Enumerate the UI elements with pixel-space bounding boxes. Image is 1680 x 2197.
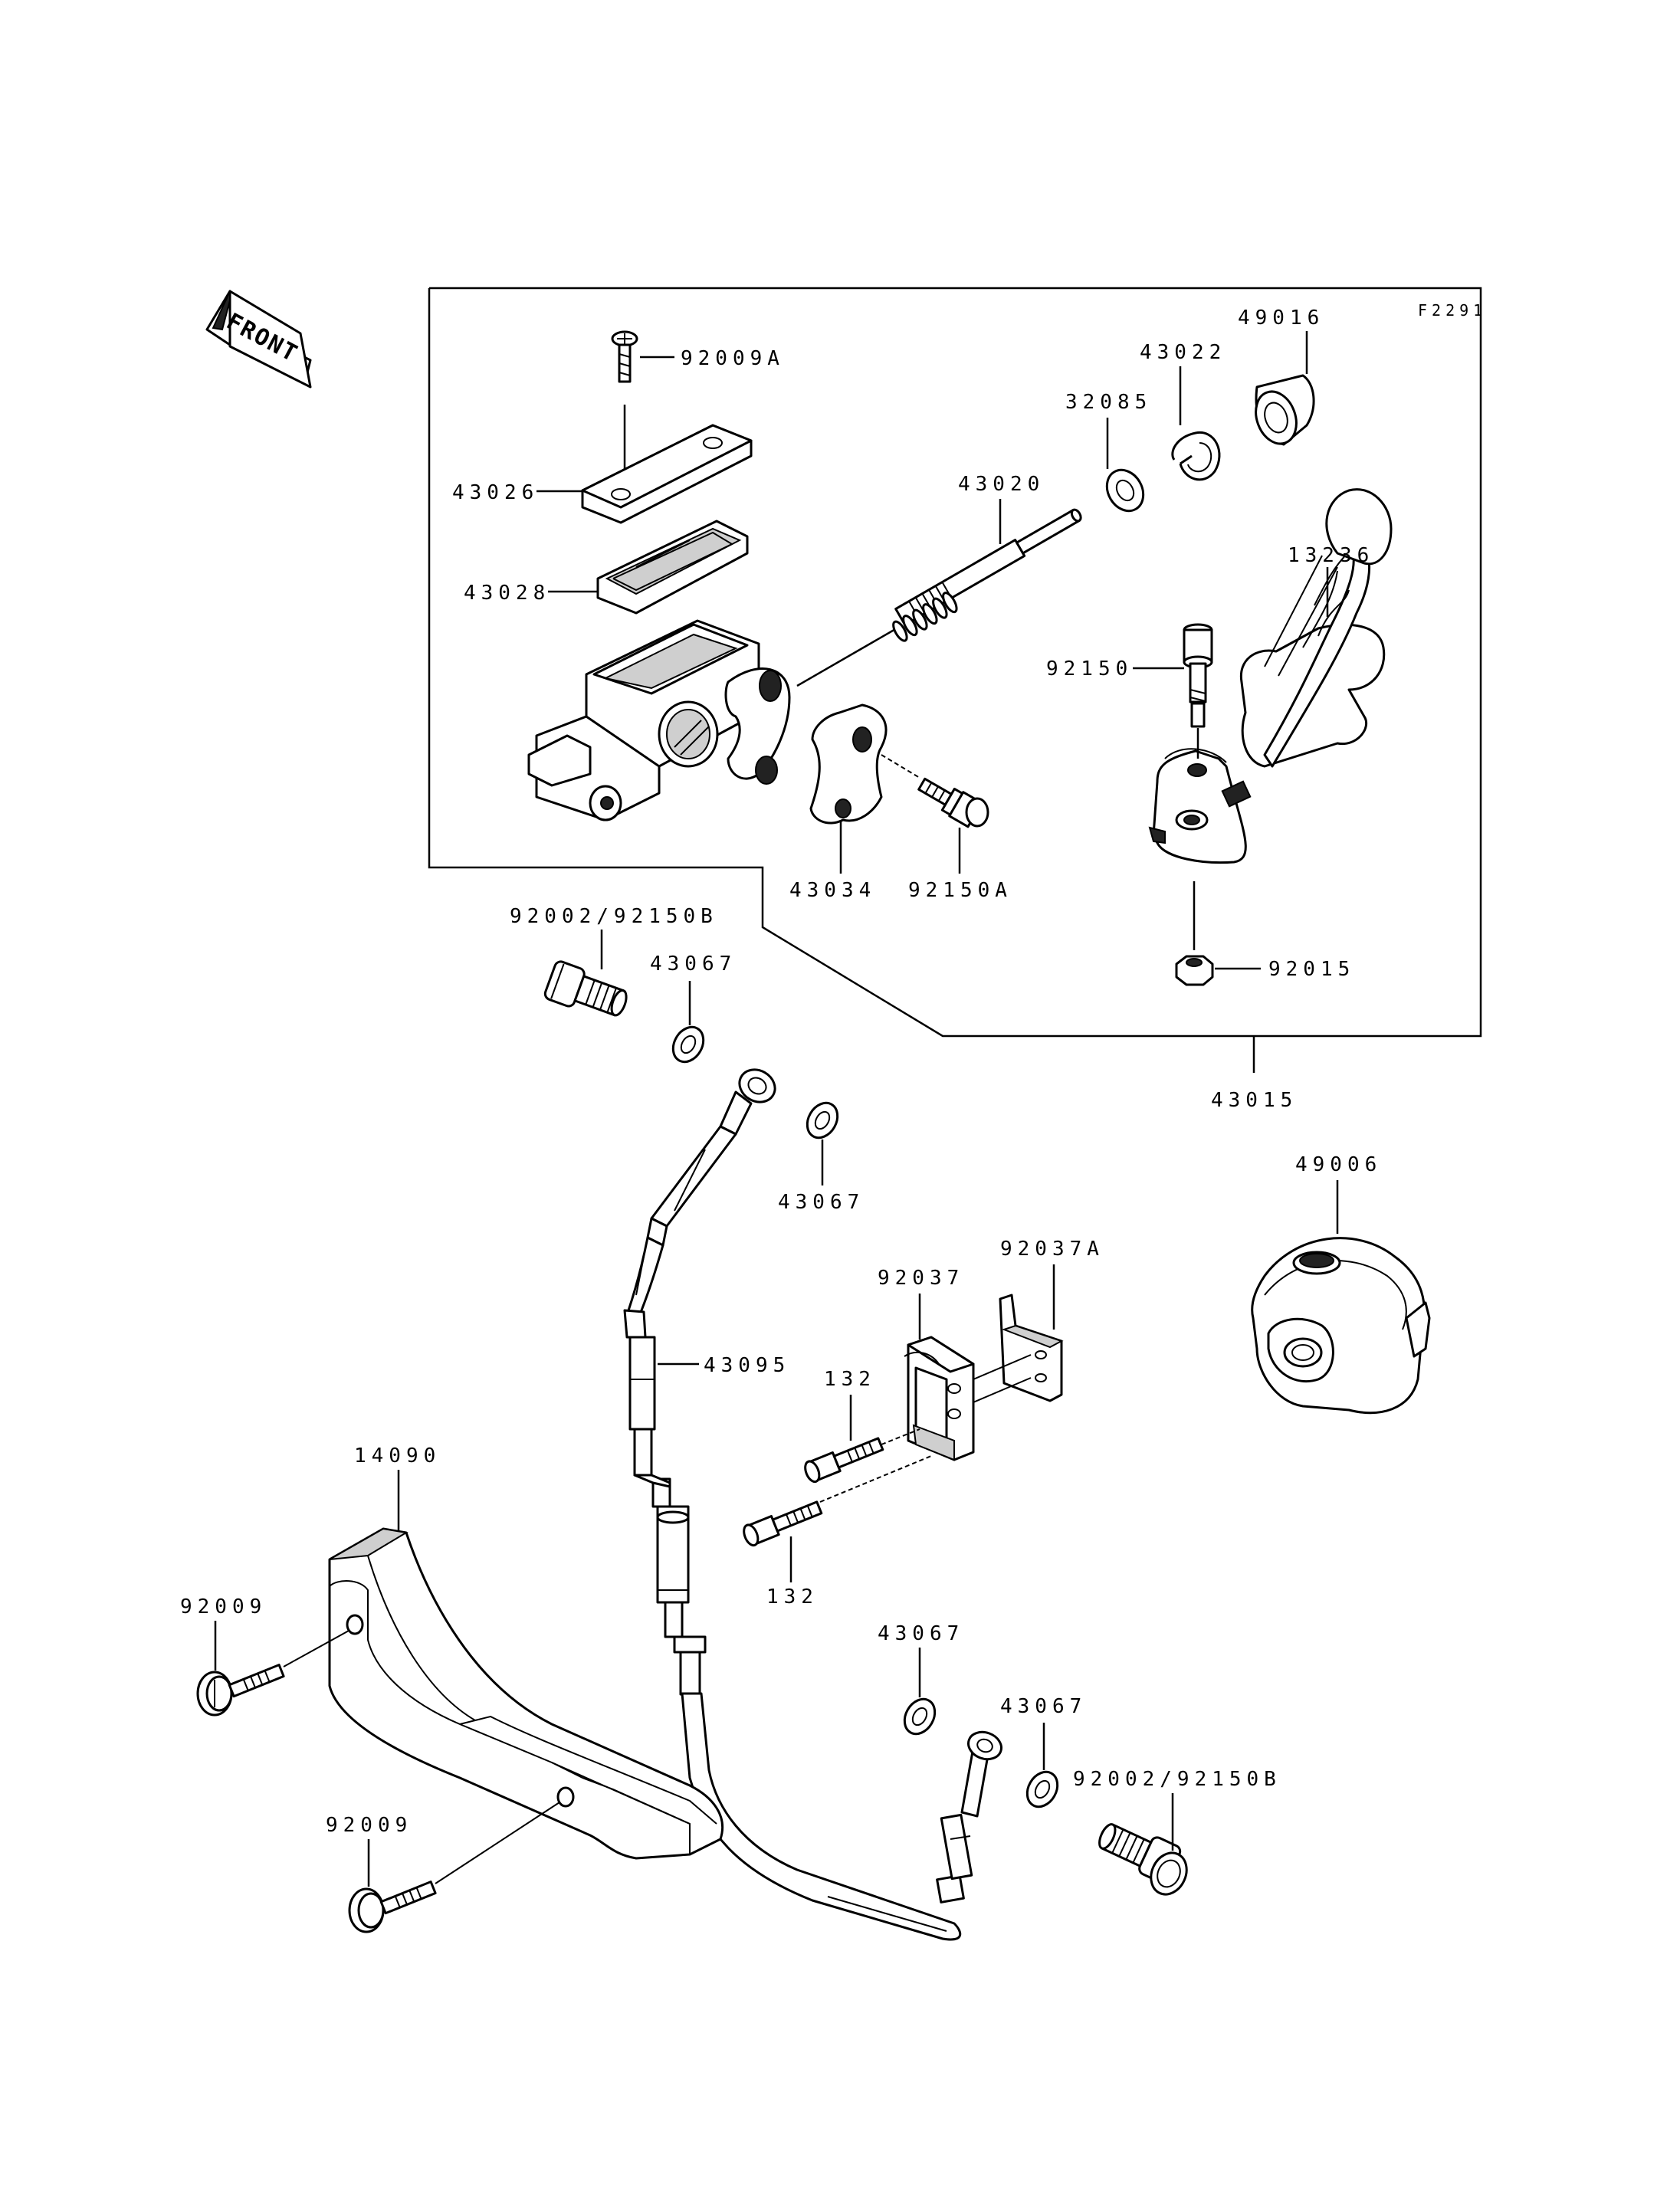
label-92009A: 92009A bbox=[681, 347, 785, 370]
nut-92015 bbox=[1175, 955, 1214, 986]
label-43028: 43028 bbox=[464, 582, 550, 605]
hose-clamp-92037 bbox=[904, 1336, 975, 1461]
front-arrow-icon: FRONT bbox=[205, 290, 312, 389]
label-43022: 43022 bbox=[1140, 341, 1226, 364]
label-92037: 92037 bbox=[878, 1267, 964, 1290]
washer-43067-d bbox=[1025, 1770, 1059, 1808]
label-43067-d: 43067 bbox=[1000, 1695, 1087, 1718]
bolt-92009-b bbox=[348, 1802, 560, 1933]
pivot-bolt-92150 bbox=[1183, 623, 1213, 728]
master-cylinder-body bbox=[527, 619, 791, 821]
label-92150: 92150 bbox=[1046, 657, 1133, 680]
label-43067-a: 43067 bbox=[650, 953, 737, 976]
reservoir-cap-43026 bbox=[581, 424, 753, 524]
label-49006: 49006 bbox=[1295, 1153, 1382, 1176]
screw-92009A bbox=[611, 330, 638, 383]
label-43067-b: 43067 bbox=[778, 1191, 865, 1214]
label-43067-c: 43067 bbox=[878, 1622, 964, 1645]
hose-clamp-plate-92037A bbox=[973, 1294, 1064, 1403]
label-43020: 43020 bbox=[958, 473, 1045, 496]
washer-43067-c bbox=[903, 1697, 937, 1736]
label-92009-b: 92009 bbox=[326, 1814, 412, 1837]
label-132-b: 132 bbox=[766, 1585, 819, 1608]
bolt-132-a bbox=[804, 1428, 920, 1484]
washer-32085 bbox=[1105, 468, 1145, 513]
label-49016: 49016 bbox=[1238, 307, 1324, 330]
label-43026: 43026 bbox=[452, 481, 539, 504]
label-92009-a: 92009 bbox=[180, 1595, 267, 1618]
diaphragm-43028 bbox=[596, 520, 749, 615]
banjo-bolt-92002-top bbox=[543, 960, 628, 1017]
guard-cover-14090 bbox=[328, 1527, 724, 1860]
label-92002-bottom: 92002/92150B bbox=[1073, 1768, 1281, 1791]
switch-housing-49006 bbox=[1251, 1237, 1431, 1415]
label-92037A: 92037A bbox=[1000, 1238, 1104, 1261]
washer-43067-b bbox=[806, 1101, 839, 1139]
diagram-code: F2291 bbox=[1418, 301, 1487, 320]
label-43095: 43095 bbox=[704, 1354, 790, 1377]
banjo-bolt-92002-bottom bbox=[1098, 1823, 1188, 1896]
label-43034: 43034 bbox=[789, 879, 876, 902]
holder-clamp-43034 bbox=[809, 703, 888, 825]
clutch-hose-43095 bbox=[623, 1068, 1002, 1941]
label-14090: 14090 bbox=[354, 1444, 441, 1467]
circlip-43022 bbox=[1171, 431, 1221, 481]
label-13236: 13236 bbox=[1288, 544, 1374, 567]
label-32085: 32085 bbox=[1065, 391, 1152, 414]
bolt-92150A bbox=[917, 777, 989, 828]
label-132-a: 132 bbox=[824, 1368, 876, 1391]
label-92002-top: 92002/92150B bbox=[510, 905, 718, 928]
label-92150A: 92150A bbox=[908, 879, 1012, 902]
assembly-label-43015: 43015 bbox=[1211, 1089, 1298, 1112]
washer-43067-a bbox=[671, 1025, 705, 1064]
bolt-92009-a bbox=[196, 1630, 349, 1717]
dust-boot-49016 bbox=[1255, 374, 1315, 446]
clutch-lever-13236 bbox=[1148, 488, 1393, 864]
piston-kit-43020 bbox=[892, 508, 1082, 642]
assembly-boundary bbox=[428, 287, 1482, 1038]
bolt-132-b bbox=[743, 1455, 932, 1547]
label-92015: 92015 bbox=[1268, 958, 1355, 981]
